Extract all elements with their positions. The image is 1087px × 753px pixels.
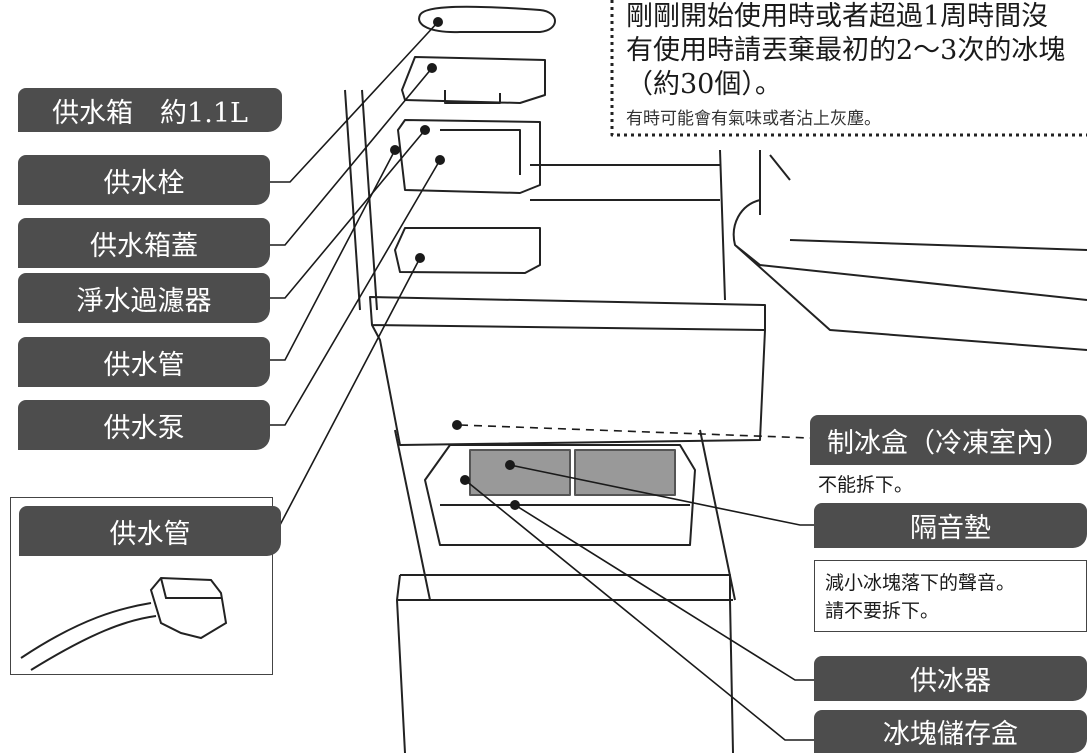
- filter-tray-shape: [394, 227, 541, 274]
- label-ice-maker: 制冰盒（冷凍室內）: [810, 415, 1087, 465]
- label-pipe: 供水管: [18, 337, 270, 387]
- pump-holder-shape: [397, 119, 541, 194]
- label-tank: 供水箱 約1.1L: [18, 88, 282, 132]
- pipe-illustration: [20, 576, 228, 671]
- warning-line-3: （約30個）。: [626, 69, 782, 100]
- warning-subtext: 有時可能會有氣味或者沾上灰塵。: [626, 109, 881, 129]
- ice-storage-shape: [424, 444, 696, 546]
- sound-pad-note-2: 請不要拆下。: [825, 600, 940, 622]
- freezer-drawer: [369, 296, 766, 446]
- label-valve: 供水栓: [18, 155, 270, 205]
- warning-border: [610, 0, 1087, 137]
- warning-text: 剛剛開始使用時或者超過1周時間沒 有使用時請丟棄最初的2～3次的冰塊 （約30個…: [626, 0, 1065, 102]
- fridge-door: [732, 154, 1087, 351]
- label-lid: 供水箱蓋: [18, 218, 270, 268]
- label-ice-storage: 冰塊儲存盒: [814, 710, 1087, 753]
- label-filter: 淨水過濾器: [18, 273, 270, 323]
- label-pump: 供水泵: [18, 400, 270, 450]
- bottom-drawer: [396, 574, 734, 753]
- sound-pad-note-box: 減小冰塊落下的聲音。 請不要拆下。: [814, 560, 1087, 632]
- sound-pad-note-1: 減小冰塊落下的聲音。: [825, 572, 1016, 594]
- tank-shape: [401, 56, 546, 104]
- sound-pad-shape: [469, 449, 676, 496]
- inset-panel: 供水管: [10, 497, 281, 675]
- label-ice-dispenser: 供冰器: [814, 656, 1087, 701]
- warning-line-1: 剛剛開始使用時或者超過1周時間沒: [626, 1, 1049, 32]
- warning-line-2: 有使用時請丟棄最初的2～3次的冰塊: [626, 35, 1066, 66]
- fridge-frame: [344, 89, 761, 601]
- label-sound-pad: 隔音墊: [814, 503, 1087, 548]
- inset-label: 供水管: [19, 506, 281, 556]
- ice-maker-note: 不能拆下。: [818, 474, 914, 496]
